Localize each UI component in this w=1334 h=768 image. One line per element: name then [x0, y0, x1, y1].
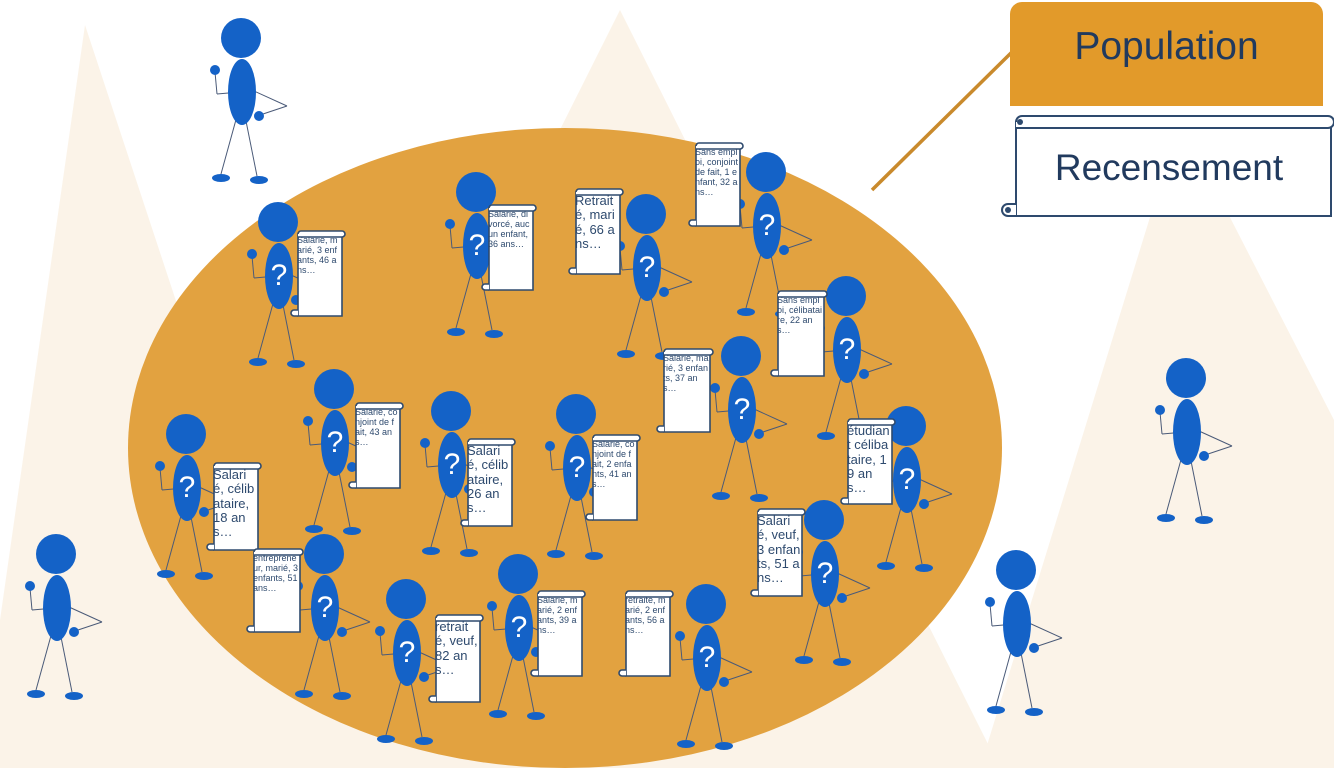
question-mark-icon: ? [270, 259, 288, 292]
person-info-text: Salarié, marié, 2 enfants, 39 ans… [537, 596, 578, 635]
person-info-scroll: Sans emploi, célibataire, 22 ans… [770, 288, 828, 378]
person-info-scroll: Sans emploi, conjoint de fait, 1 enfant,… [688, 140, 744, 228]
person-info-text: entrepreneur, marié, 3 enfants, 51 ans… [253, 554, 299, 593]
person-figure: ? [650, 570, 760, 750]
population-header: Population [1010, 2, 1323, 106]
question-mark-icon: ? [638, 251, 656, 284]
person-info-text: retraité, veuf, 82 ans… [435, 620, 478, 677]
population-label: Population [1074, 25, 1259, 68]
person-info-scroll: Salarié, marié, 3 enfants, 46 ans… [290, 228, 346, 318]
person-figure: ? [350, 565, 460, 745]
question-mark-icon: ? [733, 393, 751, 426]
person-info-scroll: Salarié, célibataire, 18 ans… [206, 460, 262, 552]
population-ellipse [128, 128, 1002, 768]
question-mark-icon: ? [178, 471, 196, 504]
person-info-scroll: Salarié, marié, 2 enfants, 39 ans… [530, 588, 586, 678]
person-info-scroll: entrepreneur, marié, 3 enfants, 51 ans… [246, 546, 304, 634]
person-info-text: Salarié, célibataire, 18 ans… [213, 468, 255, 540]
outside-person-figure [960, 536, 1070, 716]
person-info-text: Salarié, conjoint de fait, 2 enfants, 41… [592, 440, 635, 489]
person-info-text: Salarié, veuf, 3 enfants, 51 ans… [757, 514, 801, 586]
question-mark-icon: ? [816, 557, 834, 590]
person-figure: ? [685, 322, 795, 502]
person-figure: ? [768, 486, 878, 666]
person-info-text: Salarié, célibataire, 26 ans… [467, 444, 509, 516]
question-mark-icon: ? [316, 591, 334, 624]
person-figure: ? [790, 262, 900, 442]
outside-person-figure [1130, 344, 1240, 524]
person-info-text: Sans emploi, conjoint de fait, 1 enfant,… [695, 148, 739, 197]
recensement-label: Recensement [1054, 147, 1284, 188]
person-info-scroll: Salarié, conjoint de fait, 2 enfants, 41… [585, 432, 641, 522]
connector-line [870, 50, 1014, 192]
person-info-scroll: Salarié, marié, 3 enfants, 37 ans… [656, 346, 714, 434]
person-figure: ? [222, 188, 332, 368]
outside-person-figure [185, 4, 295, 184]
question-mark-icon: ? [398, 636, 416, 669]
person-figure: ? [130, 400, 240, 580]
question-mark-icon: ? [568, 451, 586, 484]
person-info-scroll: Retraité, marié, 66 ans… [568, 186, 624, 276]
person-info-scroll: Salarié, conjoint de fait, 43 ans… [348, 400, 404, 490]
person-info-scroll: retraité, veuf, 82 ans… [428, 612, 484, 704]
person-info-text: Salarié, marié, 3 enfants, 37 ans… [663, 354, 709, 393]
question-mark-icon: ? [510, 611, 528, 644]
question-mark-icon: ? [838, 333, 856, 366]
person-info-text: Salarié, divorcé, aucun enfant, 36 ans… [488, 210, 530, 249]
person-info-scroll: étudiant célibataire, 19 ans… [840, 416, 896, 506]
person-info-scroll: Salarié, célibataire, 26 ans… [460, 436, 516, 528]
person-info-text: Retraité, marié, 66 ans… [575, 194, 615, 251]
person-info-scroll: Salarié, divorcé, aucun enfant, 36 ans… [481, 202, 537, 292]
person-info-text: retraité, marié, 2 enfants, 56 ans… [625, 596, 666, 635]
question-mark-icon: ? [468, 229, 486, 262]
person-info-text: étudiant célibataire, 19 ans… [847, 424, 890, 496]
recensement-scroll: Recensement [1000, 108, 1334, 224]
question-mark-icon: ? [758, 209, 776, 242]
question-mark-icon: ? [326, 426, 344, 459]
question-mark-icon: ? [698, 641, 716, 674]
question-mark-icon: ? [443, 448, 461, 481]
person-info-text: Salarié, conjoint de fait, 43 ans… [355, 408, 398, 447]
person-info-text: Salarié, marié, 3 enfants, 46 ans… [297, 236, 338, 275]
watermark-shape-right [980, 120, 1334, 768]
person-info-text: Sans emploi, célibataire, 22 ans… [777, 296, 823, 335]
outside-person-figure [0, 520, 110, 700]
person-info-scroll: retraité, marié, 2 enfants, 56 ans… [618, 588, 674, 678]
question-mark-icon: ? [898, 463, 916, 496]
person-figure: ? [420, 158, 530, 338]
person-info-scroll: Salarié, veuf, 3 enfants, 51 ans… [750, 506, 806, 598]
person-figure: ? [462, 540, 572, 720]
person-figure: ? [520, 380, 630, 560]
